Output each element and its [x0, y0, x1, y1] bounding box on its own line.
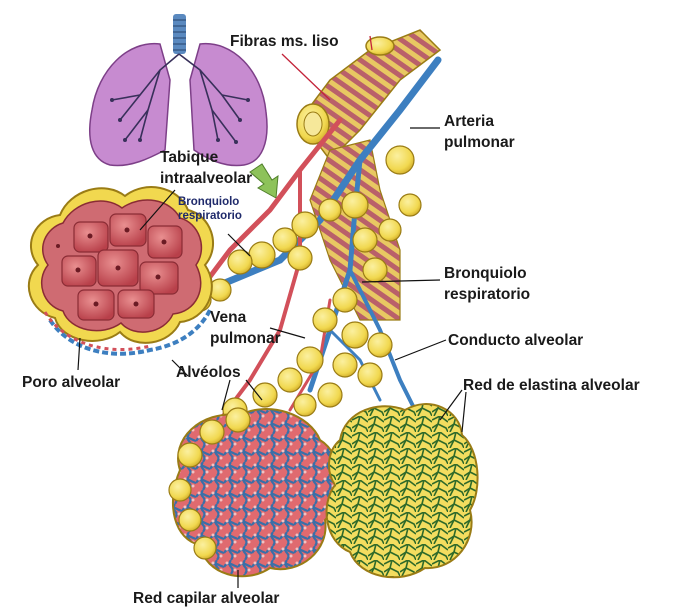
capillary-network-cluster [169, 408, 339, 576]
green-arrow-icon [250, 164, 278, 198]
label-tabique-1: Tabique [160, 149, 219, 166]
label-bronquiolo-respiratorio-1: Bronquiolo [444, 265, 527, 282]
label-bronquiolo-small-2: respiratorio [178, 210, 242, 222]
label-vena-pulmonar-2: pulmonar [210, 330, 281, 347]
label-poro-alveolar: Poro alveolar [22, 374, 120, 391]
label-conducto-alveolar: Conducto alveolar [448, 332, 583, 349]
label-red-elastina: Red de elastina alveolar [463, 377, 640, 394]
elastin-network-cluster [327, 404, 478, 577]
label-arteria-pulmonar-1: Arteria [444, 113, 494, 130]
label-arteria-pulmonar-2: pulmonar [444, 134, 515, 151]
label-red-capilar: Red capilar alveolar [133, 590, 279, 607]
label-alveolos: Alvéolos [176, 364, 241, 381]
label-fibras-musculo-liso: Fibras ms. liso [230, 33, 339, 50]
label-vena-pulmonar-1: Vena [210, 309, 247, 326]
label-bronquiolo-respiratorio-2: respiratorio [444, 286, 530, 303]
label-bronquiolo-small-1: Bronquiolo [178, 196, 239, 208]
label-tabique-2: intraalveolar [160, 170, 252, 187]
